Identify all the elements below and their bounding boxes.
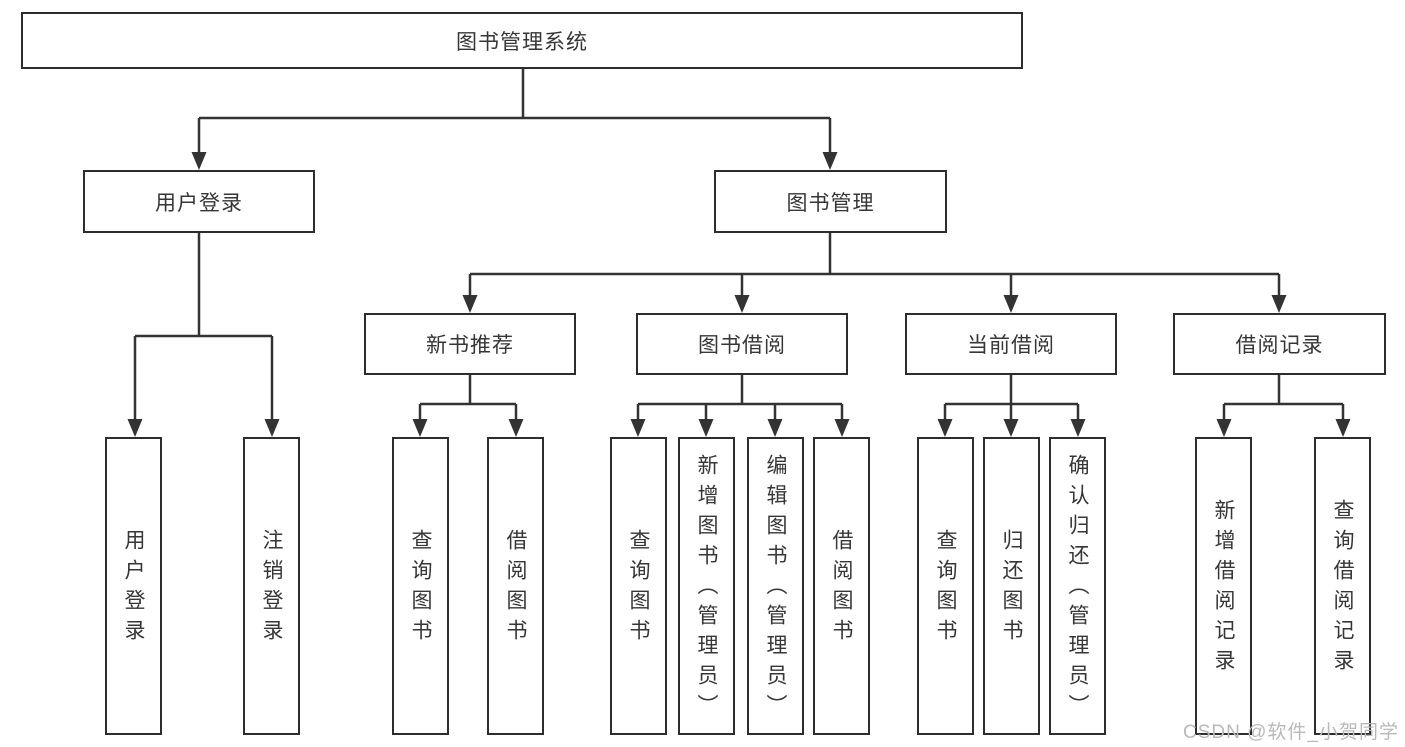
leaf-query-books-recommend: 查询图书 (392, 437, 449, 735)
leaf-query-books-current: 查询图书 (917, 437, 974, 735)
leaf-query-books-borrow: 查询图书 (610, 437, 667, 735)
leaf-logout: 注销登录 (243, 437, 300, 735)
leaf-add-books-admin: 新增图书（管理员） (678, 437, 735, 735)
arrowhead-icons (127, 152, 1351, 437)
node-borrow-records: 借阅记录 (1173, 313, 1386, 375)
leaf-confirm-return-admin: 确认归还（管理员） (1049, 437, 1106, 735)
watermark-text: CSDN @软件_小贺同学 (1183, 722, 1399, 743)
leaf-return-books: 归还图书 (983, 437, 1040, 735)
leaf-query-borrow-record: 查询借阅记录 (1314, 437, 1371, 735)
node-book-borrow: 图书借阅 (636, 313, 848, 375)
node-library-management-system: 图书管理系统 (21, 12, 1023, 69)
leaf-borrow-books: 借阅图书 (813, 437, 870, 735)
node-current-borrow: 当前借阅 (905, 313, 1117, 375)
node-user-login: 用户登录 (83, 170, 315, 233)
node-new-book-recommend: 新书推荐 (364, 313, 576, 375)
leaf-add-borrow-record: 新增借阅记录 (1195, 437, 1252, 735)
leaf-user-login: 用户登录 (105, 437, 162, 735)
leaf-borrow-books-recommend: 借阅图书 (487, 437, 544, 735)
leaf-edit-books-admin: 编辑图书（管理员） (747, 437, 804, 735)
node-book-management: 图书管理 (714, 170, 947, 233)
